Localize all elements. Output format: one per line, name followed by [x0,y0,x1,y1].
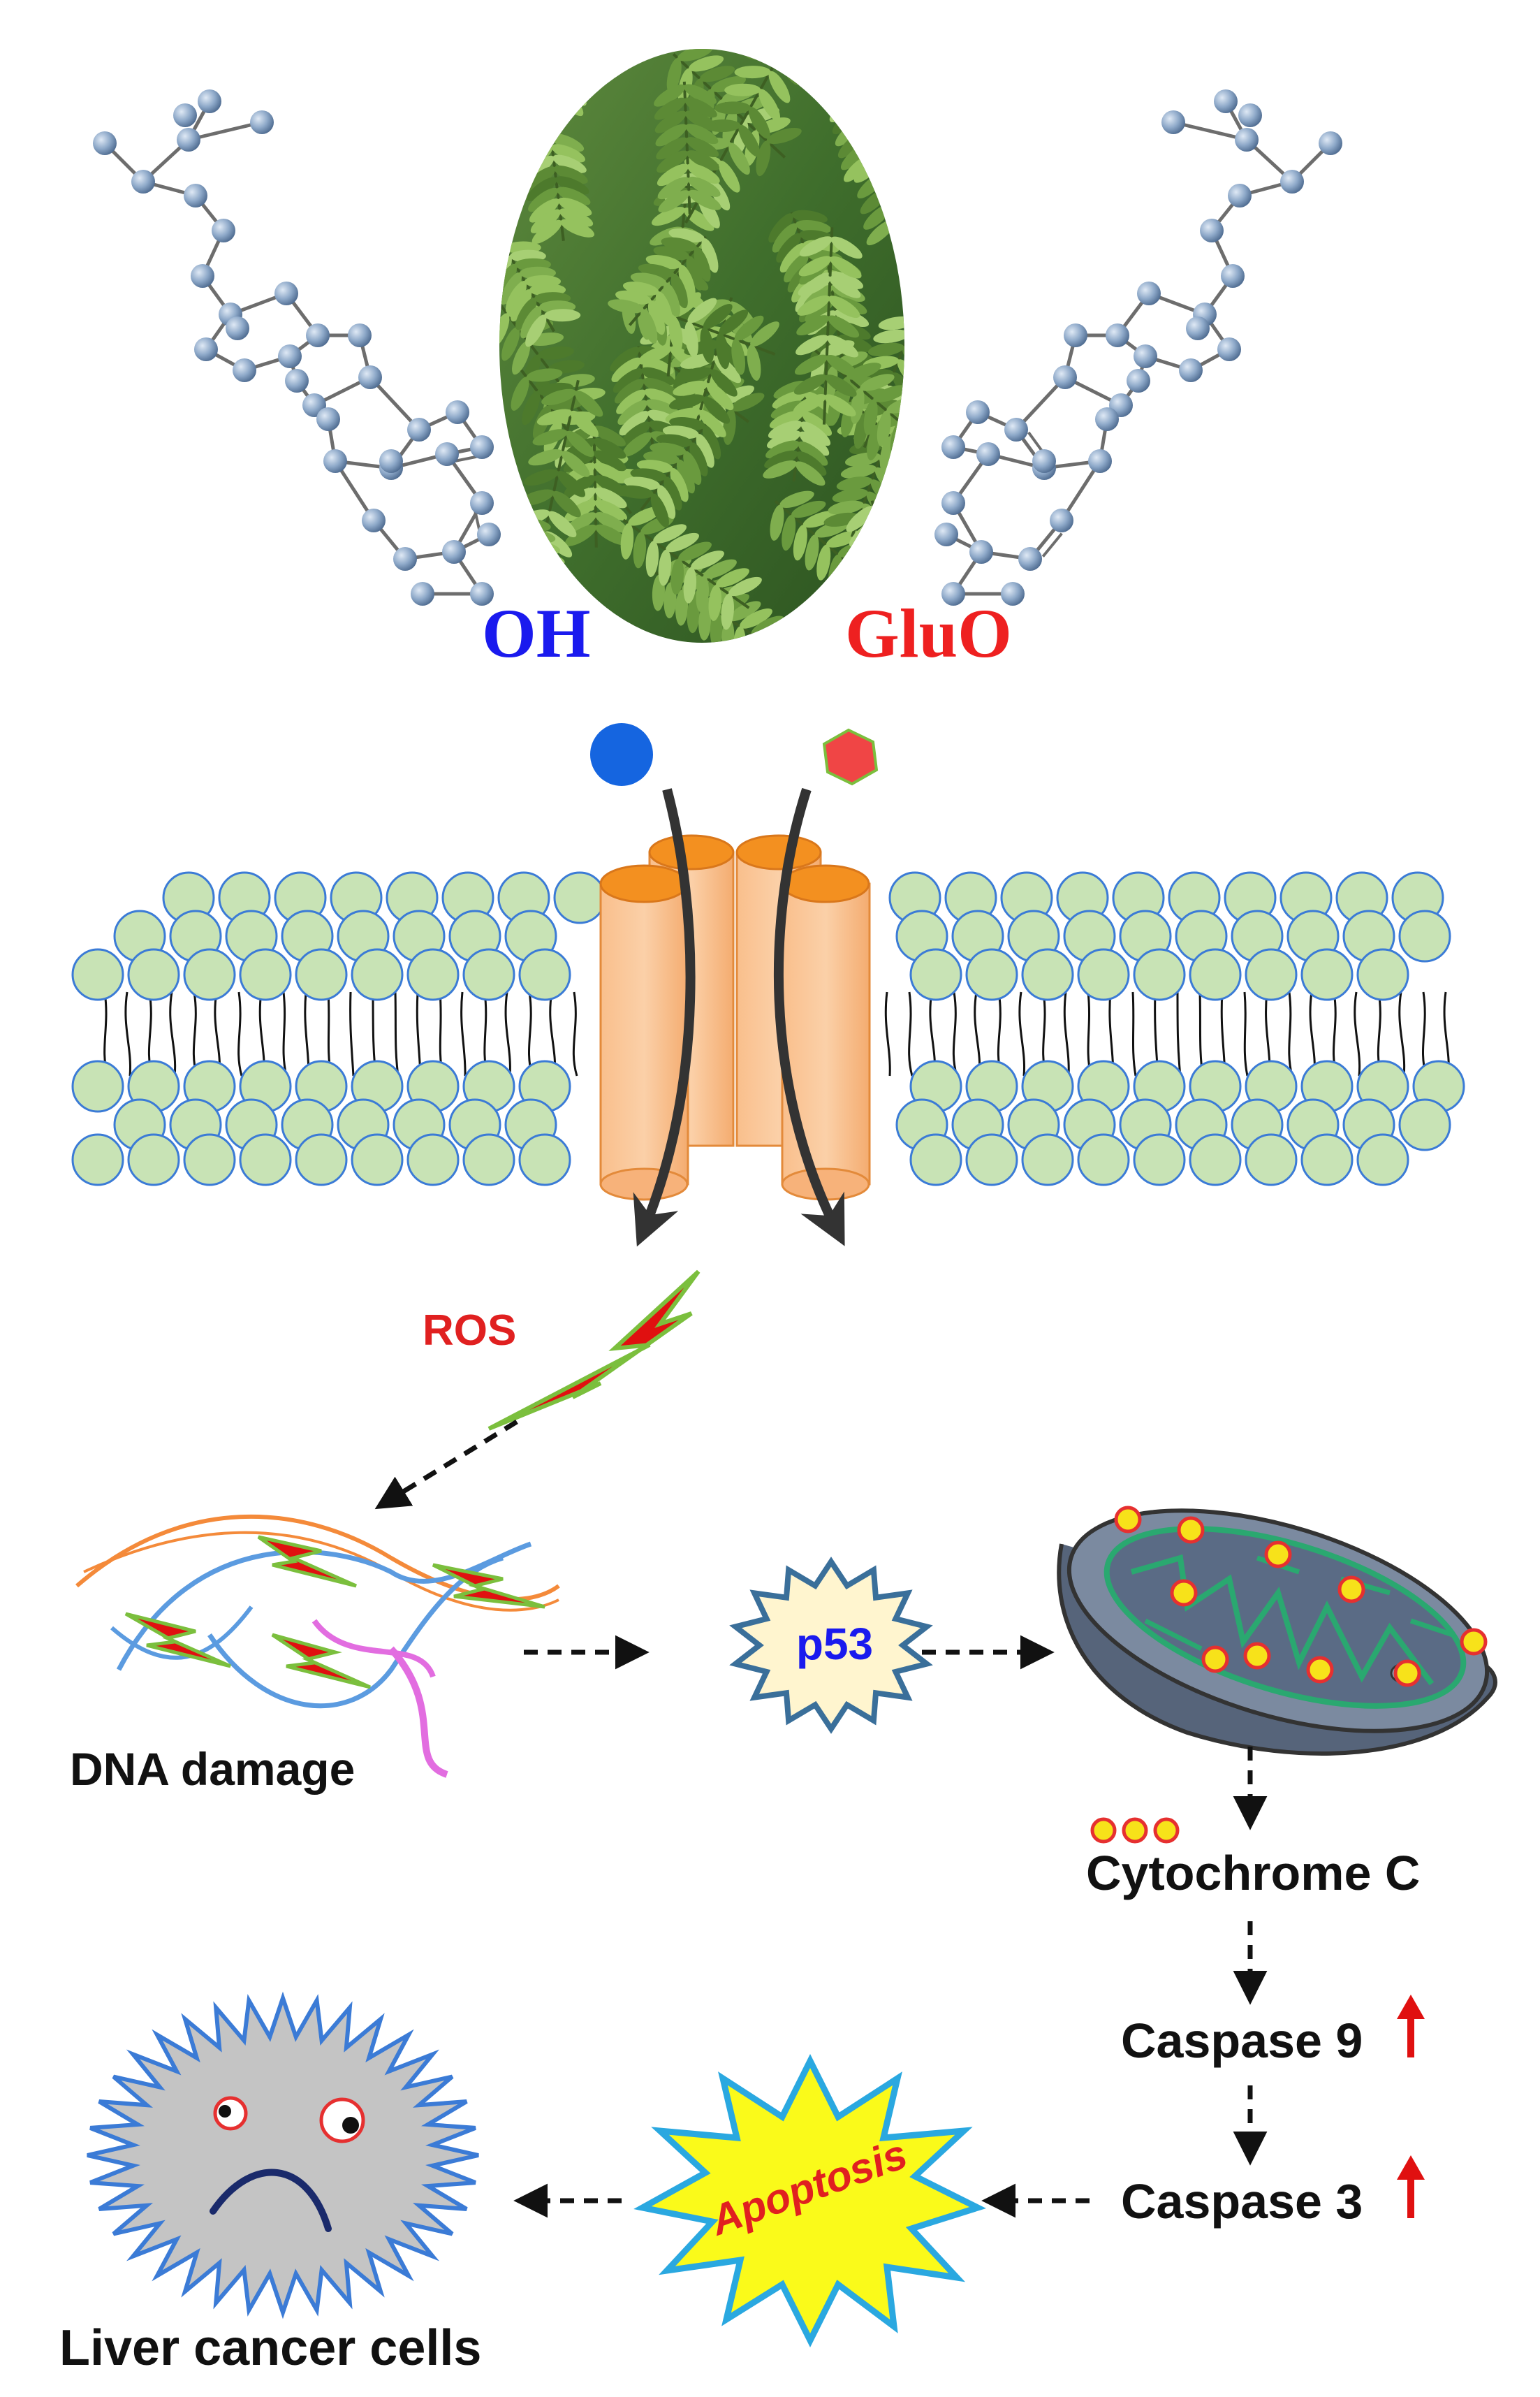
mitochondrion-icon [1057,1506,1497,1756]
molecule-left [93,89,501,606]
liver-cancer-cell-icon [87,1991,479,2319]
caspase-3-label: Caspase 3 [1121,2174,1363,2229]
caspase-9-label: Caspase 9 [1121,2013,1363,2068]
ros-to-dna-arrow [374,1420,518,1510]
cytochrome-c-label: Cytochrome C [1086,1846,1420,1900]
molecule-right [934,89,1342,606]
p53-badge [729,1557,933,1734]
cytochrome-dots-icon [1090,1817,1180,1844]
oh-group-label: OH [482,595,591,672]
aglycone-marker-circle [590,723,653,786]
entry-arrow-left [633,788,696,1247]
p53-label: p53 [796,1619,873,1669]
dna-helix-icon [75,1514,560,1778]
glycoside-marker-hexagon [822,728,879,786]
caspase-3-up-arrow-icon [1397,2155,1425,2218]
liver-cancer-cells-label: Liver cancer cells [59,2320,481,2376]
cell-membrane [71,871,1465,1186]
dna-damage-label: DNA damage [70,1743,355,1795]
cell-face [210,2096,365,2232]
channel-protein [599,834,871,1201]
ros-label: ROS [423,1306,516,1355]
gluo-group-label: GluO [845,595,1012,672]
entry-arrow-right [773,787,845,1246]
caspase-9-up-arrow-icon [1397,1995,1425,2057]
cell-frown [210,2169,332,2232]
apoptosis-burst-icon [633,2053,986,2348]
ros-lightning-icon [487,1269,701,1431]
